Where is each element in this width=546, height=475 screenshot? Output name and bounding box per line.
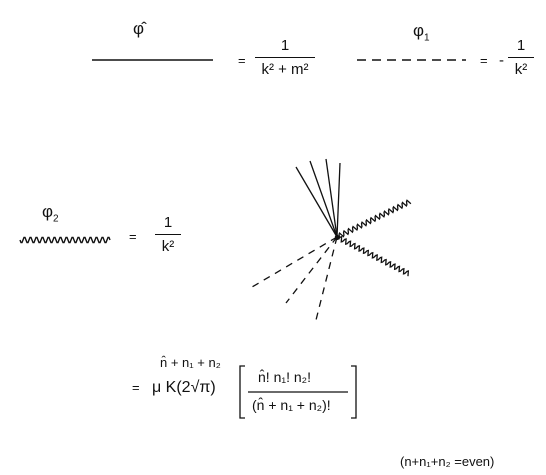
phi-1-equals: = xyxy=(480,53,488,68)
vertex-prefix: μ K(2√π) xyxy=(152,379,216,396)
phi-2-denominator: k² xyxy=(161,238,175,255)
phi-1-symbol: φ xyxy=(413,21,425,40)
vertex-exponent: n̂ + n₁ + n₂ xyxy=(160,355,221,370)
phi-2-subscript: 2 xyxy=(53,213,59,225)
phi-hat-numerator: 1 xyxy=(280,37,290,54)
phi-1-denominator: k² xyxy=(514,61,528,78)
phi-2-equals: = xyxy=(129,229,137,244)
phi-1-sign: - xyxy=(499,52,504,69)
phi-hat-fraction: 1 k² + m² xyxy=(255,38,315,77)
phi-1-fraction-bar xyxy=(508,57,534,58)
wavy-propagator-line xyxy=(19,236,111,244)
vertex-solid-lines xyxy=(295,158,341,238)
bracket-denominator: (n̂ + n₁ + n₂)! xyxy=(252,397,331,413)
phi-hat-equals: = xyxy=(238,53,246,68)
phi-hat-symbol: φ̂ xyxy=(133,19,145,38)
vertex-dashed-lines xyxy=(251,236,338,321)
phi-2-symbol: φ xyxy=(42,202,54,221)
vertex-wavy-line-upper xyxy=(336,199,412,240)
phi-2-fraction-bar xyxy=(155,234,181,235)
phi-hat-denominator: k² + m² xyxy=(261,61,309,78)
phi-2-fraction: 1 k² xyxy=(155,215,181,254)
parity-condition: (n+n₁+n₂ =even) xyxy=(400,454,495,469)
phi-1-numerator: 1 xyxy=(516,37,526,54)
vertex-equals: = xyxy=(132,380,140,395)
phi-1-subscript: 1 xyxy=(424,32,430,44)
phi-hat-fraction-bar xyxy=(255,57,315,58)
vertex-point xyxy=(334,234,340,240)
vertex-wavy-line-lower xyxy=(336,235,410,277)
right-square-bracket xyxy=(351,365,357,419)
phi-1-label: φ1 xyxy=(413,22,430,43)
phi-2-label: φ2 xyxy=(42,203,59,224)
phi-hat-label: φ̂ xyxy=(133,20,144,37)
left-square-bracket xyxy=(239,365,245,419)
phi-2-numerator: 1 xyxy=(163,214,173,231)
bracket-numerator: n̂! n₁! n₂! xyxy=(258,369,311,385)
phi-1-fraction: 1 k² xyxy=(508,38,534,77)
